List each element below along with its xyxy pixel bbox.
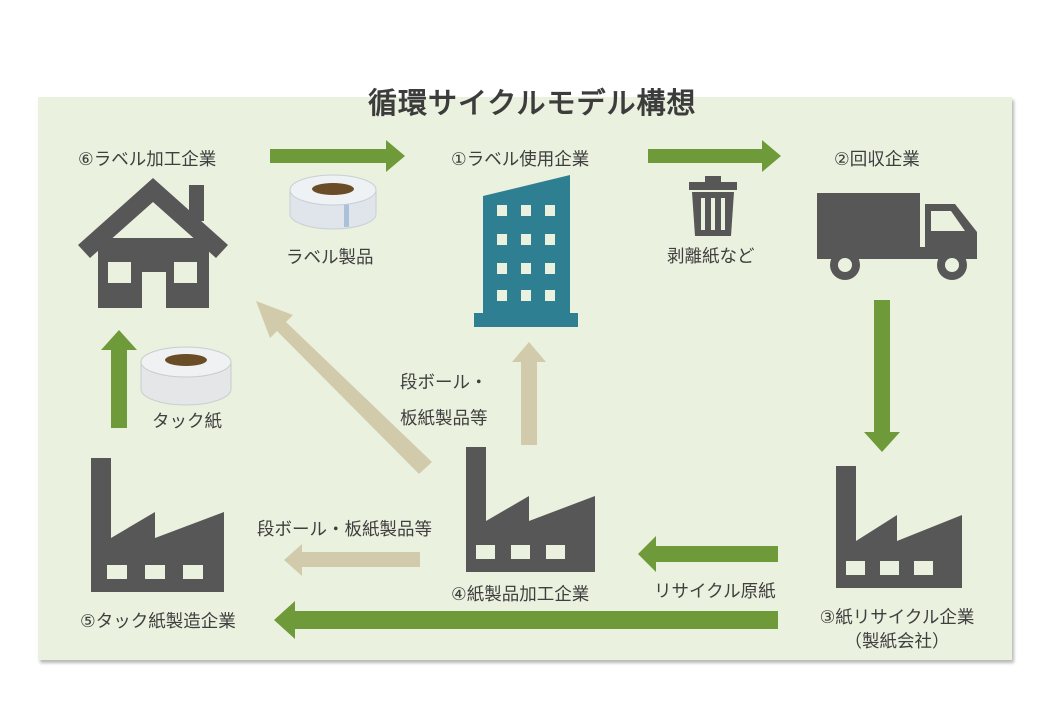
- flow-label-product: ラベル製品: [286, 248, 374, 268]
- arrow-collector-to-recycler: [864, 300, 900, 452]
- building-icon: [474, 175, 578, 327]
- factory-icon-processor: [466, 447, 595, 572]
- arrow-label-processor-to-user: [270, 140, 405, 172]
- arrow-recycler-to-processor: [638, 536, 778, 572]
- arrow-processor-to-label-processor: [256, 301, 432, 474]
- arrow-recycler-to-tack-maker: [274, 601, 778, 639]
- node-label-processor: ⑥ラベル加工企業: [78, 150, 217, 170]
- node-paper-processor: ④紙製品加工企業: [451, 585, 590, 605]
- flow-release-paper: 剥離紙など: [667, 247, 755, 267]
- truck-icon: [817, 193, 977, 280]
- factory-icon-recycler: [836, 466, 962, 588]
- node-tack-maker: ⑤タック紙製造企業: [80, 612, 236, 632]
- arrow-processor-to-user: [512, 342, 546, 445]
- arrow-user-to-collector: [648, 140, 781, 172]
- label-roll-icon: [289, 174, 377, 230]
- flow-cardboard-line1: 段ボール・: [400, 373, 488, 393]
- node-paper-recycler: ③紙リサイクル企業: [819, 608, 975, 628]
- tack-paper-roll-icon: [140, 346, 232, 406]
- diagram-title: 循環サイクルモデル構想: [368, 86, 697, 120]
- trash-bin-icon: [689, 176, 737, 236]
- flow-cardboard-line2: 板紙製品等: [400, 409, 488, 429]
- flow-tack-paper: タック紙: [152, 412, 222, 432]
- arrow-tack-maker-to-label-processor: [101, 330, 137, 428]
- node-paper-recycler-sub: （製紙会社）: [844, 632, 950, 652]
- node-collector: ②回収企業: [834, 150, 920, 170]
- factory-icon-tack-maker: [91, 458, 224, 592]
- house-icon: [78, 178, 228, 308]
- node-label-user: ①ラベル使用企業: [451, 150, 590, 170]
- flow-cardboard-full: 段ボール・板紙製品等: [257, 520, 432, 540]
- flow-recycled-paper: リサイクル原紙: [654, 582, 776, 602]
- arrow-processor-to-tack-maker: [284, 544, 420, 576]
